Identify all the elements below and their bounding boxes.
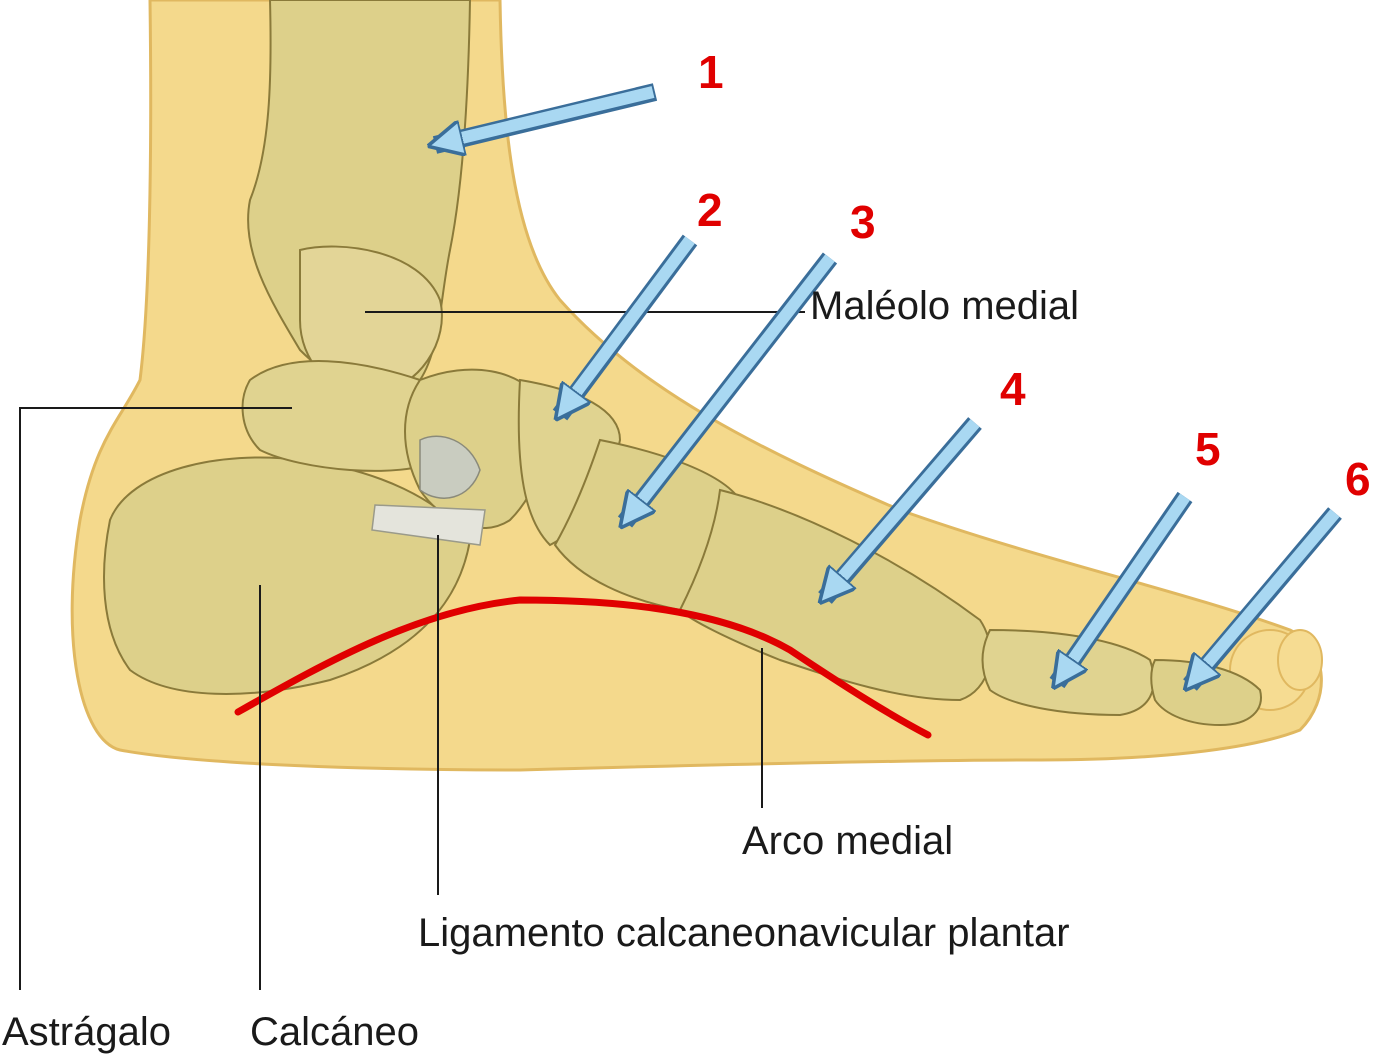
marker-1: 1 — [698, 46, 724, 98]
label-arch: Arco medial — [742, 819, 953, 863]
marker-5: 5 — [1195, 423, 1221, 475]
marker-6: 6 — [1345, 453, 1371, 505]
label-talus: Astrágalo — [2, 1010, 171, 1054]
label-calcaneus: Calcáneo — [250, 1010, 419, 1054]
marker-numbers: 1 2 3 4 5 6 — [697, 46, 1371, 505]
label-malleolus: Maléolo medial — [810, 284, 1079, 328]
marker-2: 2 — [697, 184, 723, 236]
marker-3: 3 — [850, 196, 876, 248]
label-ligament: Ligamento calcaneonavicular plantar — [418, 911, 1070, 955]
marker-4: 4 — [1000, 363, 1026, 415]
